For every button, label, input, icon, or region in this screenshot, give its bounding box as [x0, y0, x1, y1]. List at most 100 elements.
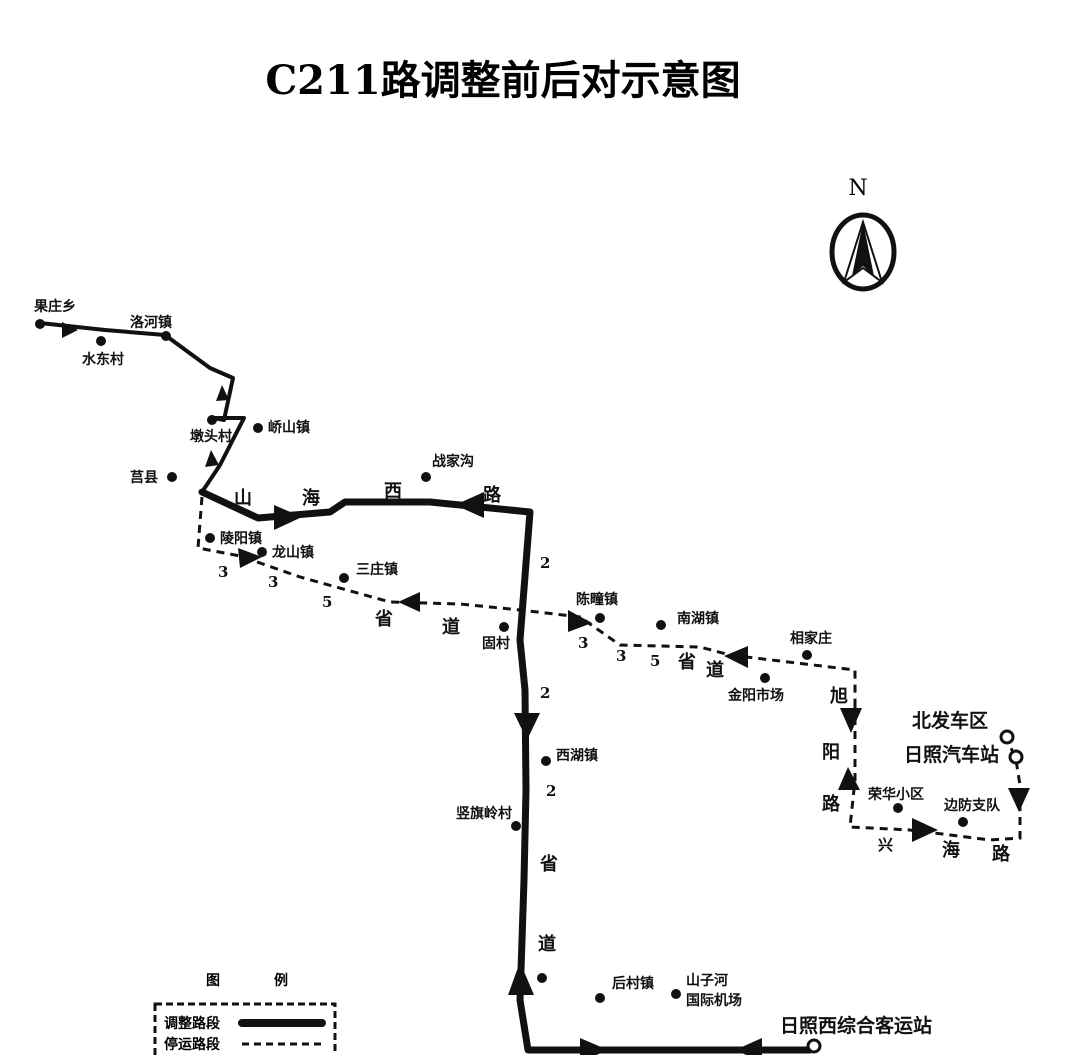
stop-label: 竖旗岭村	[456, 805, 512, 822]
stop-dot	[35, 319, 45, 329]
arrow-icon	[508, 962, 534, 995]
road-label: 路	[822, 793, 841, 815]
direction-arrows	[62, 322, 1030, 1055]
stop-dots	[35, 319, 968, 1003]
stop-label-beifa: 北发车区	[912, 709, 988, 732]
legend-box	[153, 1002, 337, 1055]
arrow-icon	[216, 385, 229, 401]
road-label: 3	[268, 573, 278, 591]
stop-label: 果庄乡	[33, 298, 76, 315]
stop-label: 西湖镇	[556, 747, 598, 764]
stop-label: 龙山镇	[271, 544, 314, 561]
terminal-ring	[806, 1038, 822, 1054]
route-shanhai	[198, 488, 814, 1054]
road-label: 3	[578, 634, 588, 652]
road-label: 5	[322, 593, 332, 611]
stop-labels: 果庄乡 水东村 洛河镇 墩头村 峤山镇 莒县 战家沟 陵阳镇 龙山镇 三庄镇 陈…	[33, 298, 1001, 1037]
stop-dot	[958, 817, 968, 827]
arrow-icon	[238, 548, 262, 568]
stop-dot	[253, 423, 263, 433]
legend-suspended-label: 停运路段	[164, 1036, 220, 1053]
stop-label: 山子河	[686, 972, 728, 989]
terminal-rings	[806, 729, 1024, 1054]
road-label: 2	[546, 782, 556, 800]
arrow-icon	[568, 610, 592, 632]
stop-label: 三庄镇	[356, 561, 398, 578]
stop-label: 相家庄	[790, 630, 832, 647]
arrow-icon	[455, 492, 484, 518]
arrow-icon	[735, 1038, 762, 1055]
compass-north-label: N	[848, 176, 867, 201]
stop-label: 洛河镇	[130, 314, 172, 331]
terminal-ring	[1008, 749, 1024, 765]
stop-label: 后村镇	[612, 975, 654, 992]
stop-label-rizhao-west: 日照西综合客运站	[780, 1014, 932, 1037]
stop-label: 墩头村	[190, 428, 232, 445]
stop-label: 荣华小区	[867, 786, 924, 803]
stop-dot	[205, 533, 215, 543]
dashed-route-xuyang	[848, 703, 1022, 842]
legend-adjusted-label: 调整路段	[164, 1015, 220, 1032]
road-label: 省	[677, 651, 696, 673]
stop-dot	[541, 756, 551, 766]
stop-label: 边防支队	[943, 797, 1001, 814]
road-label: 山	[234, 488, 252, 509]
stop-label: 固村	[482, 635, 510, 652]
compass-needle-outline	[842, 218, 884, 285]
road-label: 省	[539, 853, 558, 875]
stop-label: 南湖镇	[677, 610, 719, 627]
adjusted-routes	[38, 321, 814, 1054]
stop-dot	[161, 331, 171, 341]
compass-ring	[829, 212, 897, 292]
arrow-icon	[580, 1038, 608, 1055]
stop-dot	[257, 547, 267, 557]
stop-dot	[656, 620, 666, 630]
road-label: 2	[540, 554, 550, 572]
arrow-icon	[840, 708, 862, 733]
arrow-icon	[205, 450, 219, 467]
road-label: 道	[442, 616, 460, 638]
stop-dot	[595, 613, 605, 623]
stop-label: 莒县	[130, 469, 158, 486]
stop-label: 水东村	[82, 351, 124, 368]
arrow-icon	[514, 713, 540, 740]
map-title: C211路调整前后对示意图	[265, 57, 740, 104]
road-label: 3	[616, 647, 626, 665]
legend-title: 例	[274, 972, 288, 989]
compass-needle-icon	[852, 222, 874, 276]
road-label: 2	[540, 684, 550, 702]
road-label: 阳	[822, 742, 840, 763]
stop-label-rizhao-bus: 日照汽车站	[904, 743, 999, 766]
legend-title: 图	[206, 973, 220, 989]
legend: 图 例 调整路段 停运路段	[153, 972, 337, 1055]
road-label: 路	[483, 484, 502, 506]
road-label: 海	[302, 487, 320, 509]
road-label: 路	[992, 843, 1011, 865]
road-label: 道	[538, 933, 556, 955]
stop-dot	[760, 673, 770, 683]
road-label: 西	[384, 481, 402, 502]
road-label: 旭	[829, 685, 848, 707]
stop-dot	[421, 472, 431, 482]
terminal-ring	[999, 729, 1015, 745]
road-label: 省	[374, 608, 393, 630]
arrow-icon	[838, 767, 860, 790]
arrow-icon	[62, 322, 78, 338]
road-labels: 山 海 西 路 3 3 5 省 道 2 2 2 省 道 3 3 5 省 道 旭 …	[218, 481, 1011, 955]
arrow-icon	[398, 592, 420, 612]
stop-label: 国际机场	[686, 992, 742, 1009]
stop-dot	[339, 573, 349, 583]
stop-dot	[511, 821, 521, 831]
stop-label: 陵阳镇	[220, 530, 262, 547]
road-label: 3	[218, 563, 228, 581]
stop-dot	[671, 989, 681, 999]
road-label: 兴	[878, 836, 893, 854]
arrow-icon	[724, 646, 748, 668]
arrow-icon	[1008, 788, 1030, 812]
stop-dot	[893, 803, 903, 813]
stop-label: 金阳市场	[727, 687, 784, 704]
route-northwest	[38, 321, 246, 494]
stop-label: 陈疃镇	[576, 591, 618, 608]
road-label: 5	[650, 652, 660, 670]
